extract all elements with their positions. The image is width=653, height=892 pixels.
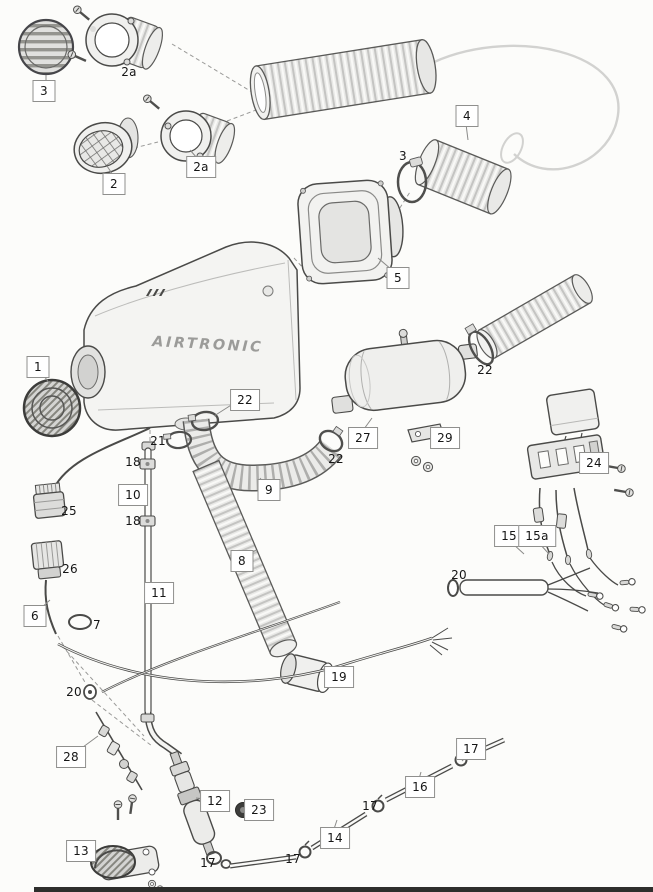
ghost-duct-outline — [425, 44, 620, 171]
hose-clamp-22-right — [464, 323, 495, 366]
bottom-edge-bar — [34, 887, 653, 892]
screw-icon — [70, 3, 93, 24]
grommet-20-left — [83, 684, 97, 700]
intake-grille-1 — [22, 378, 82, 438]
line-clamp-17-c — [454, 748, 468, 767]
vent-grille-3 — [17, 18, 75, 76]
washer-icon — [147, 879, 157, 889]
ring-terminal — [619, 577, 637, 587]
ring-7 — [68, 614, 92, 630]
flex-hose-9 — [182, 418, 342, 492]
pipe-fitting-18-upper — [139, 458, 156, 470]
exhaust-muffler-27 — [331, 328, 478, 414]
bullet-terminal — [564, 554, 572, 566]
screw-icon — [604, 460, 628, 475]
line-clamp-17-a — [298, 840, 312, 859]
mounting-ring-2a-top — [85, 13, 164, 70]
mounting-clamp-13 — [90, 845, 160, 881]
adapter-flange-5 — [297, 179, 404, 285]
fuel-pipe-10-11 — [140, 441, 183, 759]
cable-6 — [44, 579, 57, 635]
ring-terminal — [610, 622, 629, 634]
fuel-line-28 — [95, 711, 143, 791]
inline-connector — [532, 507, 545, 523]
heater-unit-1: AIRTRONIC — [70, 241, 301, 431]
cable-bundle — [57, 600, 453, 693]
heater-brand-text: AIRTRONIC — [151, 334, 264, 356]
intake-grille-2 — [73, 117, 139, 175]
ring-terminal — [629, 605, 646, 614]
hose-clamp-3 — [396, 156, 428, 204]
intake-hose-top — [249, 38, 437, 121]
wiring-connector-25 — [32, 427, 151, 519]
line-clamp-17-b — [371, 794, 385, 813]
fuel-pump-12 — [169, 750, 216, 857]
screw-icon — [612, 484, 636, 499]
screw-icon — [140, 92, 163, 113]
inline-connector — [555, 513, 568, 529]
screw-icon — [65, 48, 89, 66]
hose-clamp-22-b — [318, 425, 344, 453]
fuel-lines-bottom — [229, 737, 506, 869]
mounting-ring-2a-lower — [160, 110, 236, 164]
hose-clamp-21 — [163, 430, 193, 450]
ring-terminal — [602, 600, 620, 613]
wiring-connector-26 — [30, 540, 65, 580]
mounting-bracket-29 — [407, 423, 445, 473]
duct-hose-4 — [414, 139, 512, 215]
relay-fuse-box-24 — [526, 388, 606, 480]
eberspacher-logo-icon — [146, 289, 166, 296]
harness-leads — [551, 557, 619, 606]
cable-loom-20 — [447, 567, 599, 612]
screw-icon — [125, 793, 138, 816]
pipe-fitting-18-lower — [139, 515, 156, 527]
screw-icon — [112, 799, 124, 822]
hose-clamp-22-a — [187, 410, 220, 432]
bullet-terminal — [585, 548, 593, 560]
